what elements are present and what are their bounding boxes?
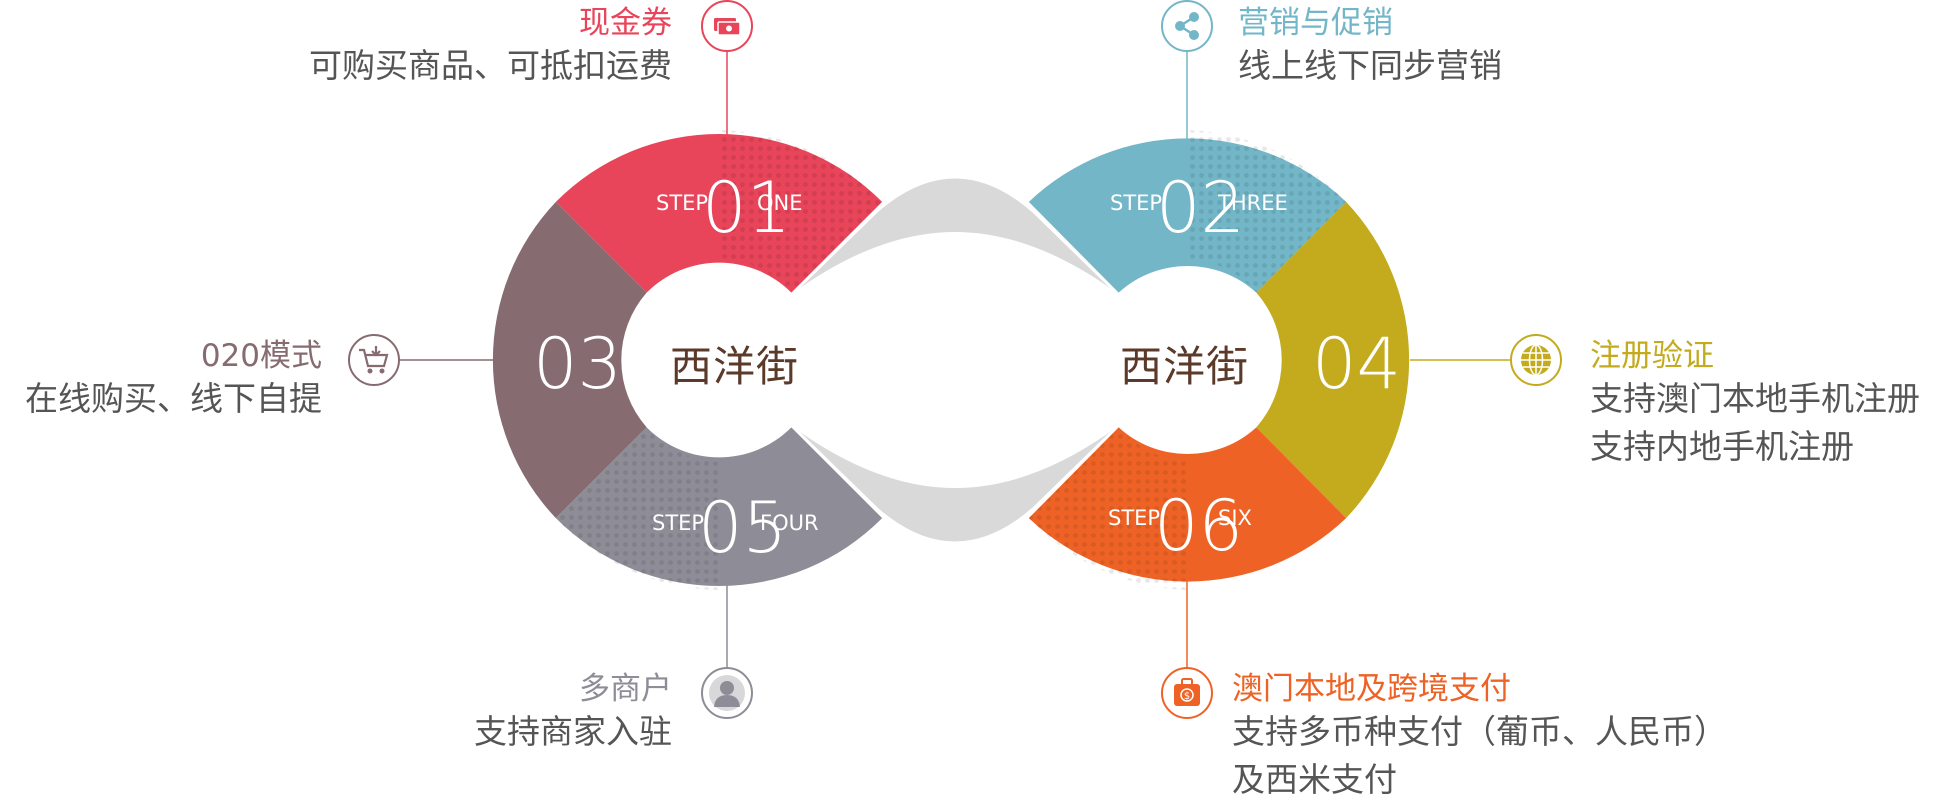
- wallet-icon: $: [1161, 667, 1213, 719]
- feature-03-desc: 在线购买、线下自提: [25, 379, 322, 418]
- cart-icon: [348, 334, 400, 386]
- feature-05-title: 多商户: [579, 671, 672, 707]
- feature-02-title: 营销与促销: [1238, 5, 1393, 41]
- connector-top-band: [800, 178, 1110, 288]
- step-06-label: STEP 06 SIX: [1108, 485, 1252, 567]
- feature-04: 注册验证 支持澳门本地手机注册 支持内地手机注册: [1590, 337, 1920, 471]
- user-icon: [701, 667, 753, 719]
- sector-03: [492, 201, 647, 519]
- svg-text:02: 02: [1156, 167, 1245, 249]
- svg-text:STEP: STEP: [1110, 191, 1162, 215]
- sector-04: [1256, 201, 1410, 519]
- svg-text:$: $: [1184, 691, 1190, 702]
- step-05-label: STEP 05 FOUR: [652, 487, 819, 569]
- feature-04-title: 注册验证: [1590, 338, 1714, 374]
- feature-02: 营销与促销 线上线下同步营销: [1238, 4, 1502, 90]
- svg-text:STEP: STEP: [652, 511, 704, 535]
- svg-text:SIX: SIX: [1218, 506, 1252, 530]
- feature-04-desc-1: 支持澳门本地手机注册: [1590, 379, 1920, 418]
- cash-icon: [701, 0, 753, 52]
- feature-01: 现金券 可购买商品、可抵扣运费: [309, 4, 672, 90]
- sector-texture: [555, 130, 1347, 590]
- svg-text:06: 06: [1154, 485, 1243, 567]
- feature-01-desc: 可购买商品、可抵扣运费: [309, 46, 672, 85]
- step-04-label: 04: [1312, 323, 1401, 405]
- feature-01-title: 现金券: [579, 5, 672, 41]
- svg-text:ONE: ONE: [757, 191, 803, 215]
- step-03-label: 03: [533, 323, 622, 405]
- feature-05-desc: 支持商家入驻: [474, 712, 672, 751]
- svg-text:THREE: THREE: [1217, 191, 1288, 215]
- feature-06-title: 澳门本地及跨境支付: [1232, 671, 1511, 707]
- feature-06-desc-2: 及西米支付: [1232, 760, 1397, 799]
- feature-03-title: 020模式: [200, 338, 322, 374]
- globe-icon: [1510, 334, 1562, 386]
- step-01-label: STEP 01 ONE: [656, 167, 803, 249]
- connector-bottom-band: [800, 432, 1110, 542]
- feature-04-desc-2: 支持内地手机注册: [1590, 427, 1854, 466]
- brand-left: 西洋街: [670, 342, 800, 391]
- connector-lines: [400, 50, 1513, 670]
- svg-text:05: 05: [698, 487, 787, 569]
- svg-text:STEP: STEP: [656, 191, 708, 215]
- feature-02-desc: 线上线下同步营销: [1238, 46, 1502, 85]
- feature-05: 多商户 支持商家入驻: [474, 670, 672, 756]
- feature-06-desc-1: 支持多币种支付（葡币、人民币）: [1232, 712, 1727, 751]
- svg-text:FOUR: FOUR: [760, 511, 819, 535]
- step-02-label: STEP 02 THREE: [1110, 167, 1288, 249]
- svg-text:01: 01: [702, 167, 791, 249]
- share-icon: [1161, 0, 1213, 52]
- feature-06: 澳门本地及跨境支付 支持多币种支付（葡币、人民币） 及西米支付: [1232, 670, 1727, 804]
- feature-03: 020模式 在线购买、线下自提: [25, 337, 322, 423]
- brand-right: 西洋街: [1120, 342, 1250, 391]
- svg-text:STEP: STEP: [1108, 506, 1160, 530]
